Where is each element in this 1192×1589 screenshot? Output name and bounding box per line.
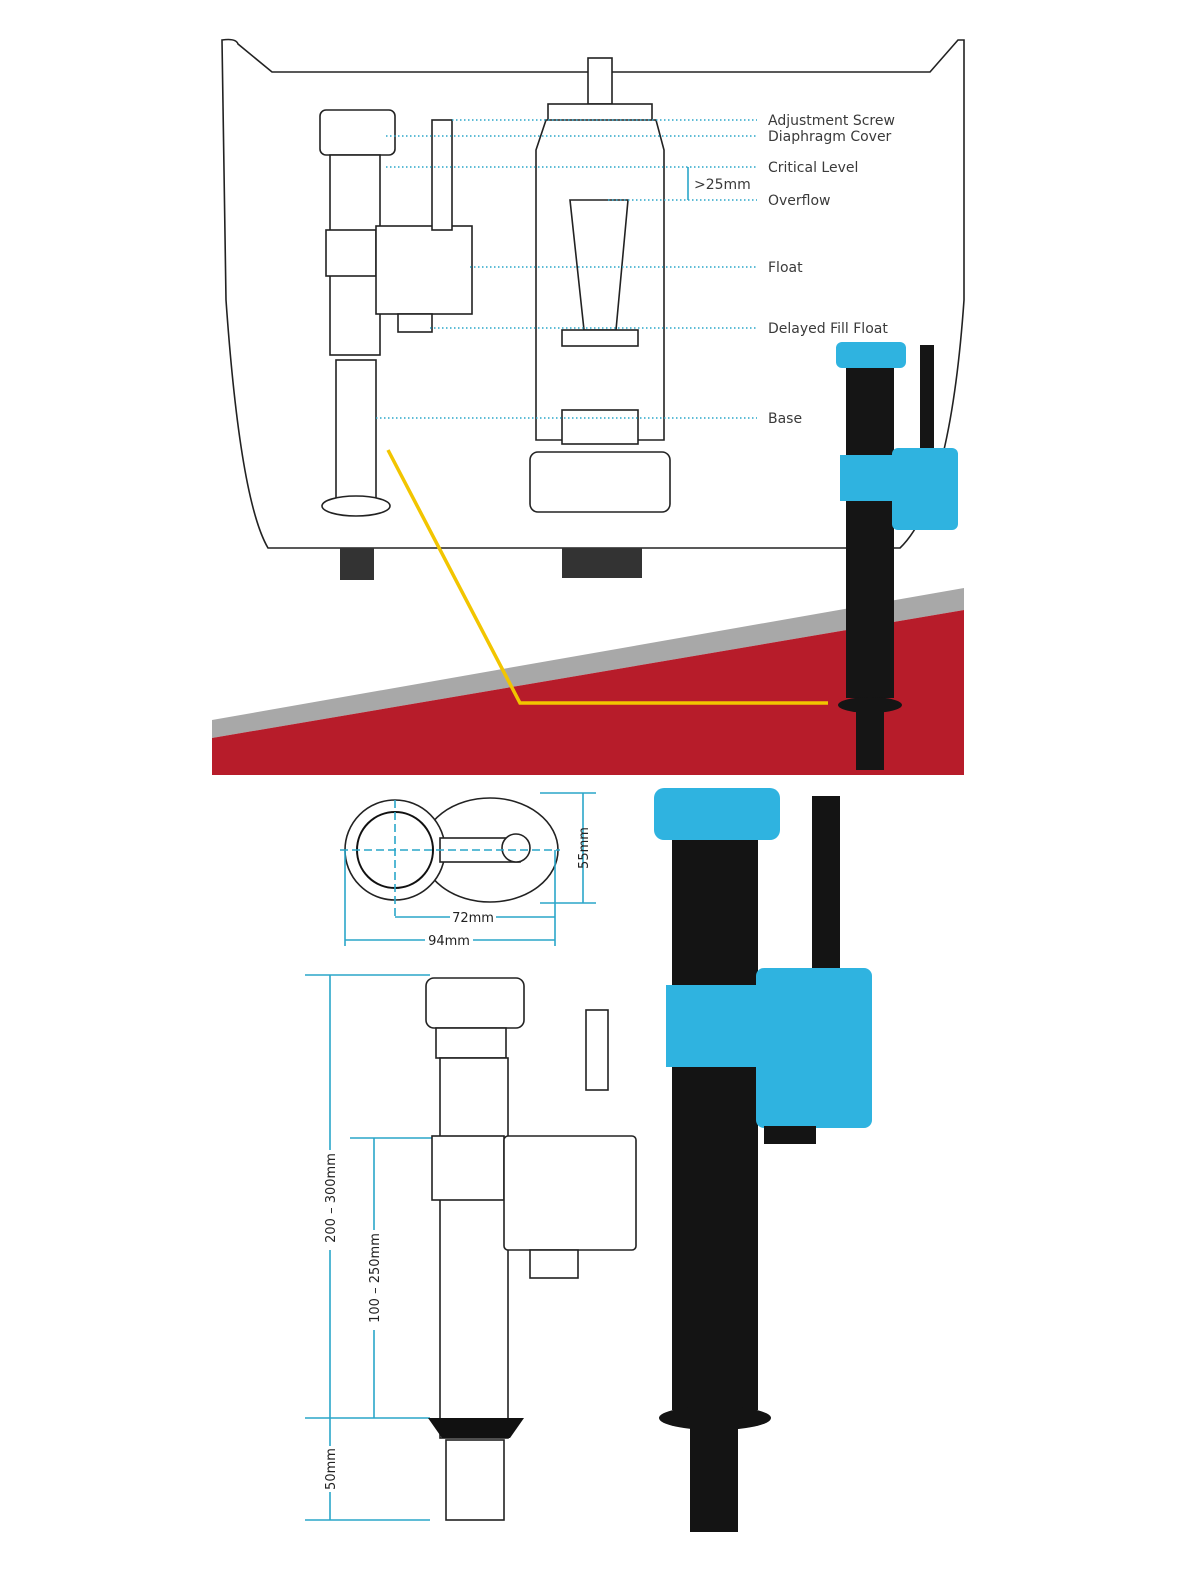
dim-72mm: 72mm bbox=[452, 911, 494, 926]
red-floor bbox=[212, 610, 964, 775]
label-adjustment-screw: Adjustment Screw bbox=[768, 113, 895, 129]
fill-valve-photo-small bbox=[836, 342, 958, 770]
label-base: Base bbox=[768, 411, 802, 427]
label-overflow: Overflow bbox=[768, 193, 831, 209]
yellow-callout-line bbox=[386, 449, 828, 705]
gap-label: >25mm bbox=[694, 177, 751, 193]
fill-valve-drawing bbox=[319, 109, 473, 517]
label-float: Float bbox=[768, 260, 803, 276]
label-diaphragm-cover: Diaphragm Cover bbox=[768, 129, 892, 145]
side-view-drawing bbox=[425, 977, 637, 1521]
dim-50mm: 50mm bbox=[324, 1448, 339, 1490]
dim-94mm: 94mm bbox=[428, 934, 470, 949]
leader-lines bbox=[376, 119, 757, 419]
floor-stripe bbox=[212, 588, 964, 738]
fill-valve-photo-large bbox=[654, 788, 872, 1532]
label-critical-level: Critical Level bbox=[768, 160, 858, 176]
top-view-drawing bbox=[340, 797, 560, 920]
dim-100-250mm: 100 – 250mm bbox=[368, 1233, 383, 1323]
flush-valve-drawing bbox=[529, 57, 671, 513]
dim-55mm: 55mm bbox=[577, 827, 592, 869]
dim-200-300mm: 200 – 300mm bbox=[324, 1153, 339, 1243]
label-delayed-fill-float: Delayed Fill Float bbox=[768, 321, 888, 337]
